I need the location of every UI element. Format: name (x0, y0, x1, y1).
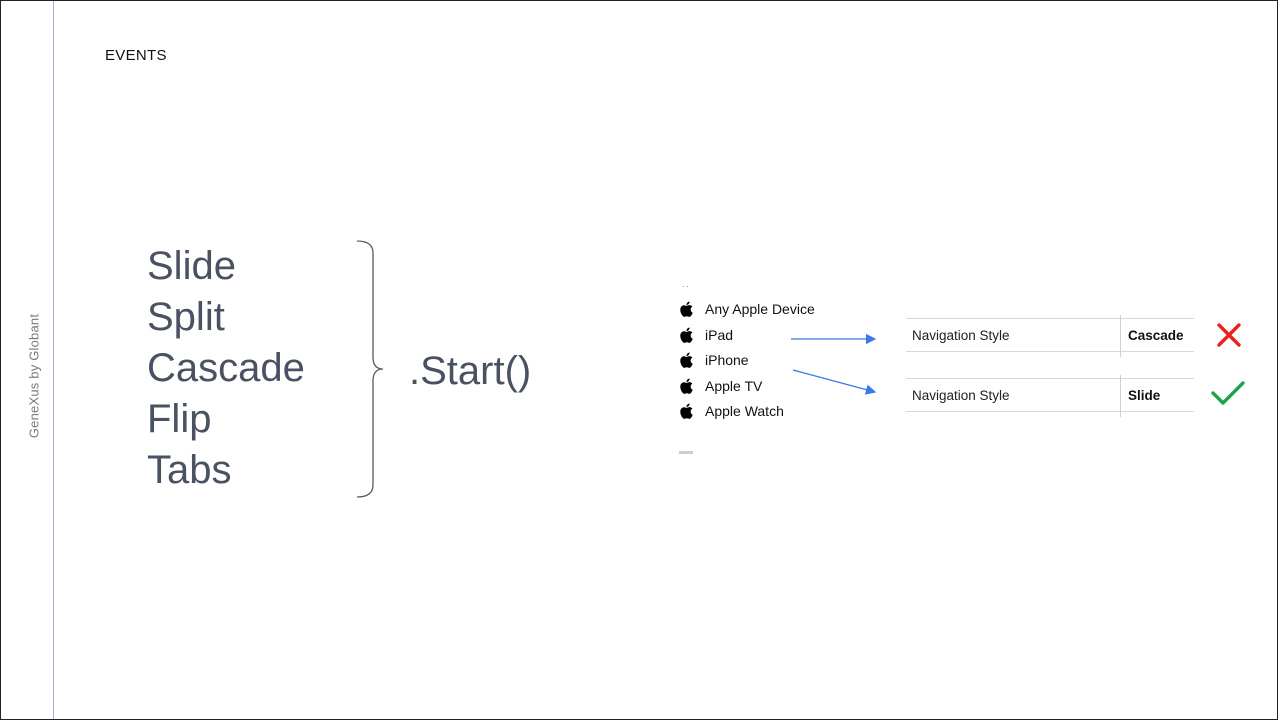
device-label: Any Apple Device (705, 301, 815, 317)
apple-logo-icon (680, 352, 693, 368)
device-item-apple-watch[interactable]: Apple Watch (677, 399, 815, 423)
property-name: Navigation Style (912, 328, 1010, 343)
device-item-apple-tv[interactable]: Apple TV (677, 374, 815, 398)
property-value[interactable]: Slide (1128, 388, 1161, 403)
apple-device-list: Any Apple Device iPad iPhone Apple TV Ap… (677, 297, 815, 425)
property-value[interactable]: Cascade (1128, 328, 1184, 343)
property-name: Navigation Style (912, 388, 1010, 403)
column-divider (1120, 375, 1121, 417)
device-label: iPhone (705, 352, 749, 368)
navigation-style-item: Slide (147, 244, 236, 288)
device-item-iphone[interactable]: iPhone (677, 348, 815, 372)
check-icon (1211, 381, 1245, 405)
property-row-cascade[interactable]: Navigation Style Cascade (906, 315, 1194, 357)
arrow-iphone-to-slide (792, 369, 877, 395)
navigation-style-item: Cascade (147, 346, 305, 390)
navigation-style-item: Split (147, 295, 225, 339)
apple-logo-icon (680, 327, 693, 343)
left-accent-rule (53, 1, 54, 719)
right-brace-icon (356, 240, 384, 498)
navigation-style-item: Flip (147, 397, 212, 441)
page-title: EVENTS (105, 47, 167, 64)
device-label: iPad (705, 326, 734, 343)
device-item-ipad[interactable]: iPad (677, 323, 815, 347)
apple-logo-icon (680, 403, 693, 419)
navigation-style-item: Tabs (147, 448, 232, 492)
cross-icon (1217, 323, 1241, 347)
device-list-header-dots: ·· (682, 281, 690, 291)
navigation-styles-list: Slide Split Cascade Flip Tabs (147, 241, 305, 496)
property-row-slide[interactable]: Navigation Style Slide (906, 375, 1194, 417)
start-method-label: .Start() (409, 349, 532, 393)
device-label: Apple Watch (705, 403, 784, 419)
device-list-scroll-hint (679, 451, 693, 454)
device-item-any-apple-device[interactable]: Any Apple Device (677, 297, 815, 321)
column-divider (1120, 315, 1121, 357)
device-label: Apple TV (705, 377, 763, 394)
apple-logo-icon (680, 301, 693, 317)
apple-logo-icon (680, 378, 693, 394)
